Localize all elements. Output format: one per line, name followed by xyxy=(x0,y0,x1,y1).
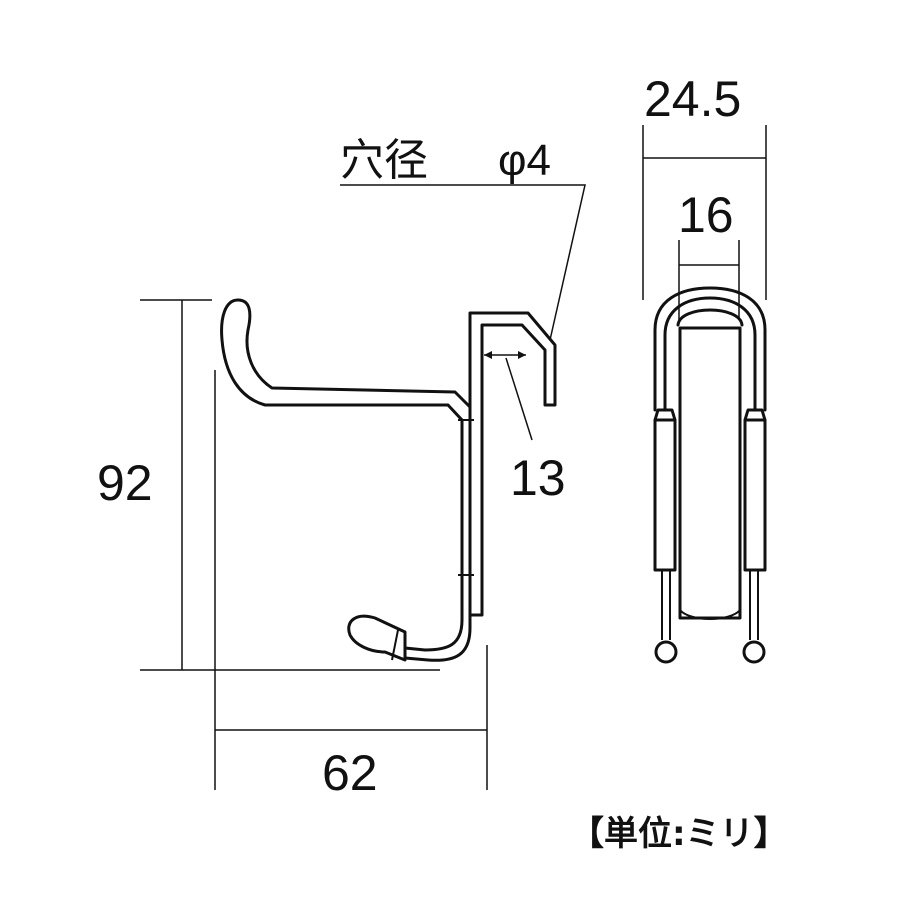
height-dimension: 92 xyxy=(97,455,153,511)
front-right-joint xyxy=(743,408,767,422)
outer-width-dimension: 24.5 xyxy=(644,71,741,127)
front-left-ball xyxy=(654,640,678,664)
front-bottom-arc xyxy=(679,609,741,620)
inner-width-dimension: 16 xyxy=(678,187,734,243)
front-view xyxy=(642,125,767,664)
front-outer-u xyxy=(653,286,767,412)
hole-value: φ4 xyxy=(498,136,551,185)
front-inner-u xyxy=(663,296,757,412)
unit-note: 【単位:ミリ】 xyxy=(570,814,788,854)
front-inner-arch xyxy=(676,308,744,327)
hook-rubber-tip xyxy=(347,614,407,662)
side-view xyxy=(140,184,586,790)
depth-leader xyxy=(505,357,533,441)
width-dimension: 62 xyxy=(322,745,378,801)
hole-label: 穴径 xyxy=(340,135,428,186)
front-left-joint xyxy=(653,408,677,422)
front-right-ball xyxy=(742,640,766,664)
depth-arrow-right xyxy=(518,351,526,359)
front-right-sleeve xyxy=(743,418,767,572)
hook-stem-inner xyxy=(403,583,472,662)
front-left-sleeve xyxy=(653,418,677,572)
wall-bracket xyxy=(468,311,557,617)
depth-arrow-left xyxy=(484,351,492,359)
hook-top-curl-inner xyxy=(236,298,472,587)
hook-top-curl xyxy=(220,298,464,587)
tip-ring xyxy=(391,629,399,661)
depth-dimension: 13 xyxy=(510,450,566,506)
front-bracket-plate xyxy=(678,326,742,620)
hook-stem xyxy=(403,583,464,652)
hole-leader xyxy=(340,184,586,341)
